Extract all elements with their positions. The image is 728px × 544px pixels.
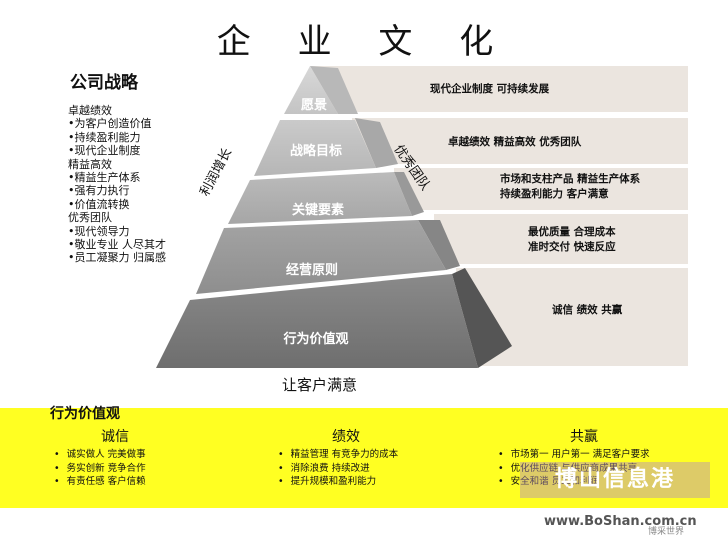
level-1-side — [310, 66, 358, 114]
values-col-head: 绩效 — [332, 429, 360, 445]
level-label: 行为价值观 — [283, 332, 349, 347]
band-1 — [312, 66, 688, 112]
watermark-logo: 博山信息港 — [520, 462, 710, 498]
level-4-face — [196, 220, 446, 294]
band-text: 现代企业制度 可持续发展 — [430, 83, 550, 95]
strategy-item: 精益高效 — [68, 157, 112, 171]
strategy-item: •现代领导力 — [68, 224, 130, 238]
values-item: 诚实做人 完美做事 — [54, 448, 146, 462]
values-item: 提升规模和盈利能力 — [278, 475, 398, 489]
level-label: 战略目标 — [289, 144, 343, 159]
values-item: 有责任感 客户信赖 — [54, 475, 146, 489]
band-text: 最优质量 合理成本准时交付 快速反应 — [528, 226, 616, 253]
strategy-item: •现代企业制度 — [68, 144, 141, 158]
values-item: 优化供应链 与供应商成果共享 — [498, 462, 650, 476]
level-3-face — [228, 172, 412, 224]
band-text: 卓越绩效 精益高效 优秀团队 — [448, 136, 582, 148]
strategy-list: 卓越绩效 •为客户创造价值 •持续盈利能力 •现代企业制度 精益高效 •精益生产… — [68, 104, 166, 265]
level-label: 经营原则 — [285, 263, 339, 278]
watermark-small: 博采世界 — [648, 527, 685, 537]
values-item: 精益管理 有竞争力的成本 — [278, 448, 399, 462]
level-label: 愿景 — [300, 98, 328, 113]
strategy-item: •敬业专业 人尽其才 — [68, 238, 166, 252]
band-4 — [434, 214, 688, 264]
base-caption: 让客户满意 — [282, 376, 358, 394]
values-col-list: 市场第一 用户第一 满足客户要求 优化供应链 与供应商成果共享 安全和谐 员工和… — [498, 448, 650, 489]
strategy-title: 公司战略 — [70, 73, 138, 93]
values-title: 行为价值观 — [50, 406, 120, 422]
band-text: 市场和支柱产品 精益生产体系持续盈利能力 客户满意 — [500, 173, 641, 200]
strategy-item: •价值流转换 — [68, 197, 130, 211]
band-2 — [352, 118, 688, 164]
strategy-item: 优秀团队 — [68, 211, 112, 225]
values-col-head: 诚信 — [101, 429, 129, 445]
values-col-list: 诚实做人 完美做事 务实创新 竞争合作 有责任感 客户信赖 — [54, 448, 146, 489]
values-item: 消除浪费 持续改进 — [278, 462, 398, 476]
values-item: 市场第一 用户第一 满足客户要求 — [498, 448, 650, 462]
pyramid-diagram — [156, 66, 688, 368]
values-col-list: 精益管理 有竞争力的成本 消除浪费 持续改进 提升规模和盈利能力 — [278, 448, 399, 489]
strategy-item: •持续盈利能力 — [68, 130, 141, 144]
strategy-item: •员工凝聚力 归属感 — [68, 251, 166, 265]
level-label: 关键要素 — [291, 203, 345, 218]
values-item: 安全和谐 员工和利润 — [498, 475, 650, 489]
level-5-side — [452, 268, 512, 368]
strategy-item: •精益生产体系 — [68, 171, 141, 185]
watermark-url: www.BoShan.com.cn — [544, 514, 697, 529]
values-col-head: 共赢 — [570, 429, 598, 445]
strategy-item: •为客户创造价值 — [68, 117, 152, 131]
level-2-side — [355, 118, 398, 168]
page-title: 企 业 文 化 — [216, 22, 512, 62]
level-5-face — [156, 274, 478, 368]
level-2-face — [254, 120, 376, 176]
level-4-side — [418, 220, 460, 270]
level-1-face — [284, 66, 338, 114]
level-3-side — [394, 172, 424, 216]
band-3 — [394, 168, 688, 210]
values-item: 务实创新 竞争合作 — [54, 462, 146, 476]
strategy-item: •强有力执行 — [68, 184, 130, 198]
band-text: 诚信 绩效 共赢 — [552, 304, 623, 316]
strategy-item: 卓越绩效 — [68, 104, 112, 117]
